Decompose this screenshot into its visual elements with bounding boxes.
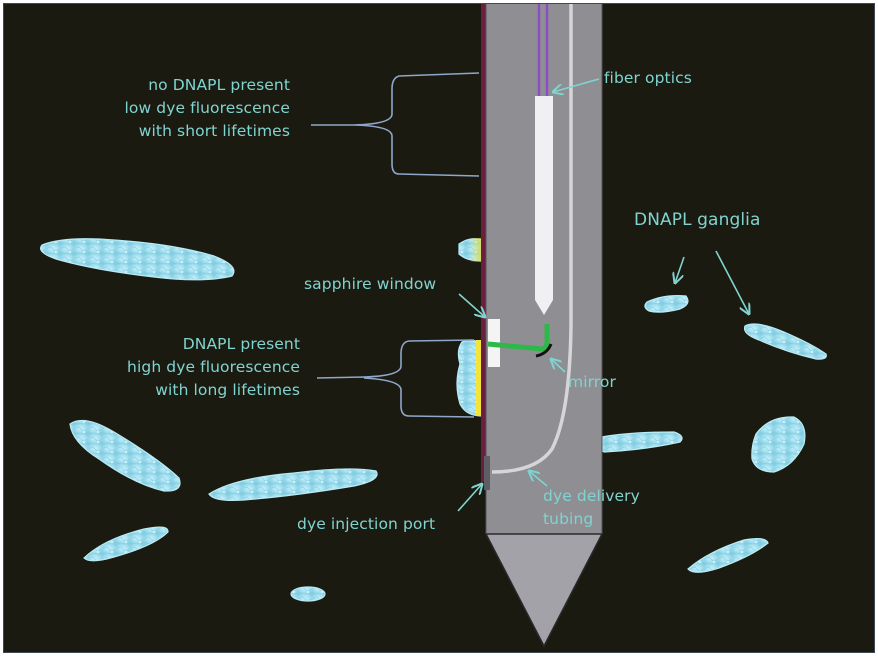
label-sapphire-window: sapphire window [304,275,437,293]
label-line: with long lifetimes [155,381,300,399]
ganglion-blob [644,295,689,313]
arrow-ganglia-right [715,250,749,314]
diagram-svg [40,4,827,648]
dye-delivery-tubing [491,4,573,474]
probe-wall-strip [481,4,487,482]
ganglion-blob [208,468,378,501]
arrow-dye-delivery-tubing [529,471,548,487]
fluorescence-glow-upper [470,238,482,262]
arrow-sapphire-window [458,293,485,317]
arrow-ganglia-left [675,256,685,283]
dnapl-ganglia-group [40,238,827,602]
ganglion-blob [69,419,181,492]
ganglion-blob [290,586,326,602]
label-no-dnapl: no DNAPL present low dye fluorescence wi… [124,74,290,143]
label-mirror: mirror [568,373,616,391]
dye-injection-port [484,456,490,490]
mirror [535,343,553,358]
ganglion-blob [751,416,806,473]
label-dnapl-present: DNAPL present high dye fluorescence with… [114,333,300,402]
label-fiber-optics: fiber optics [604,69,692,87]
label-line: low dye fluorescence [124,99,290,117]
probe-tip [484,533,604,648]
arrow-fiber-optics [553,78,600,92]
ganglion-blob [40,238,235,281]
bracket-dnapl-present [316,339,475,418]
label-line: high dye fluorescence [127,358,300,376]
ganglion-blob [595,431,683,453]
fluorescence-glow-lower [476,340,482,416]
ganglion-blob [743,323,827,360]
ganglion-blob [83,526,169,562]
label-dye-delivery-tubing: dye delivery tubing [543,485,640,531]
label-line: DNAPL present [182,335,300,353]
label-line: with short lifetimes [138,122,290,140]
arrow-mirror [551,359,566,373]
fiber-optic-housing [535,96,553,315]
label-line: no DNAPL present [148,76,290,94]
label-dye-injection-port: dye injection port [297,515,436,533]
bracket-no-dnapl [311,72,480,177]
arrow-dye-injection-port [457,484,482,512]
label-line: dye delivery [543,487,640,505]
label-line: tubing [543,510,594,528]
ganglion-blob [687,537,769,573]
diagram-canvas: no DNAPL present low dye fluorescence wi… [3,3,875,653]
light-path [487,324,550,352]
label-dnapl-ganglia: DNAPL ganglia [634,210,761,230]
